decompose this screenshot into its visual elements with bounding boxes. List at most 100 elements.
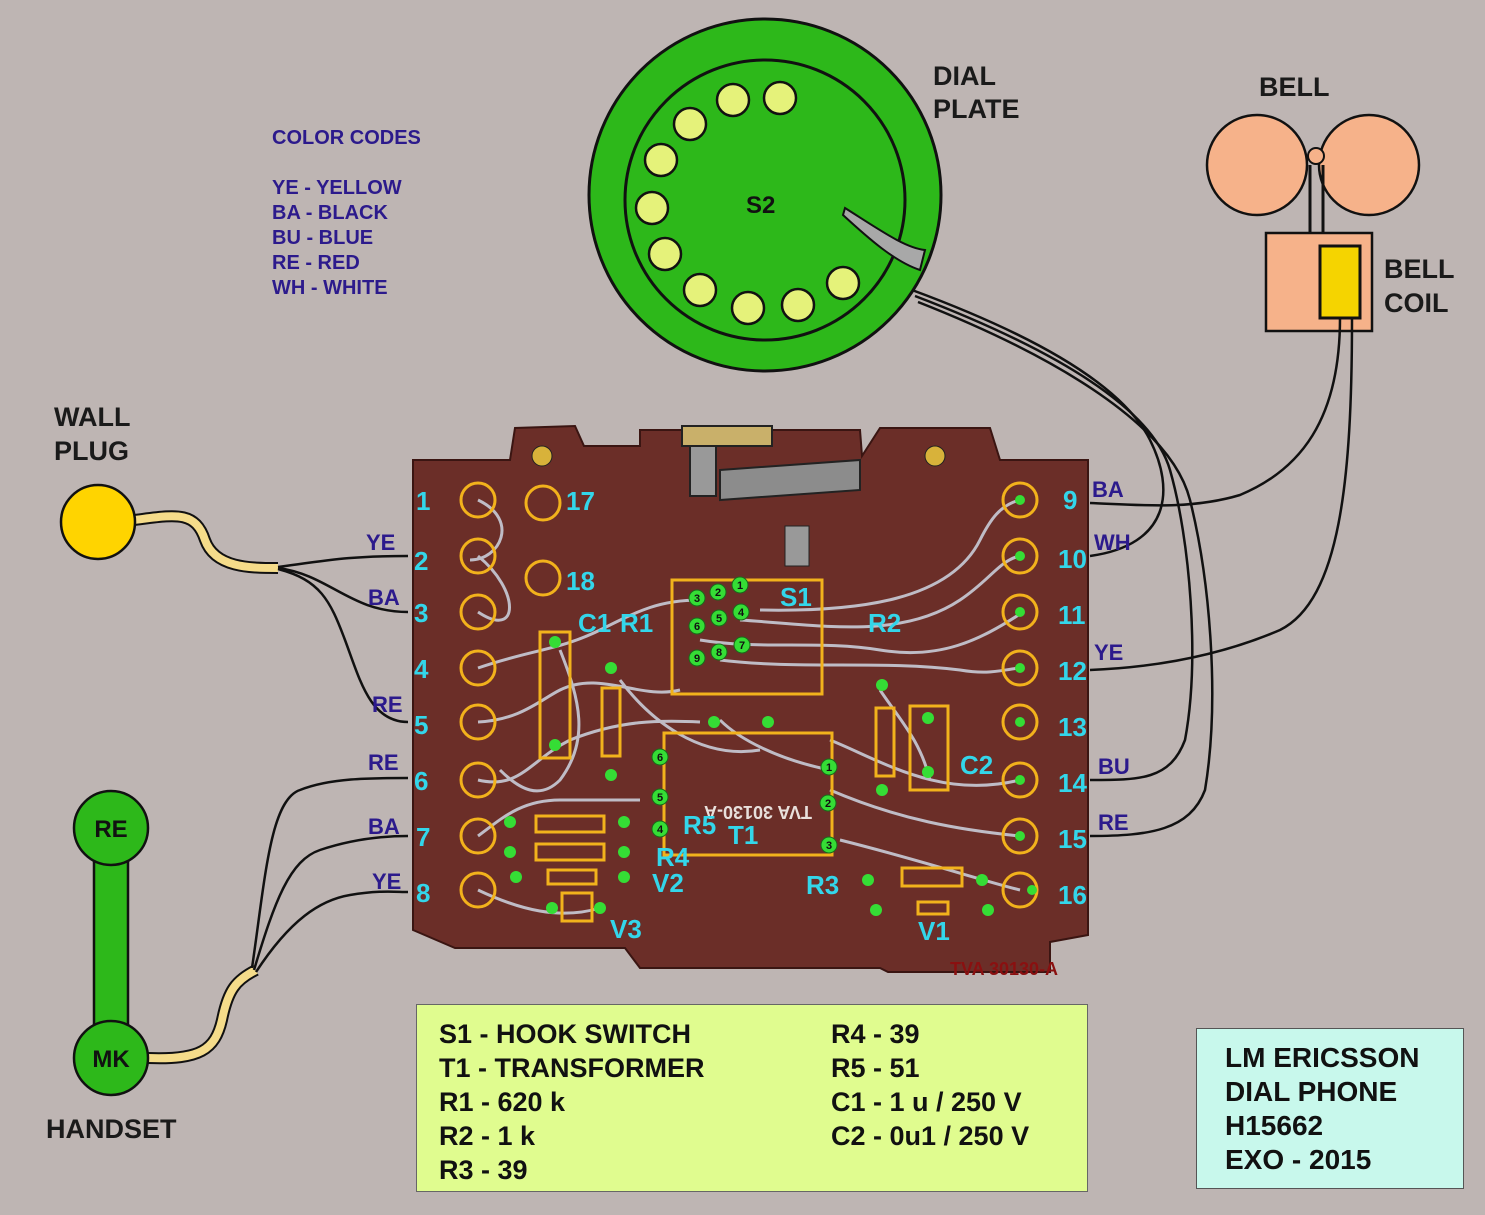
transformer-pin-number: 2 bbox=[825, 798, 831, 810]
bell-coil-label: BELL COIL bbox=[1384, 252, 1455, 320]
wire-color-labels: YE BA RE RE BA YE BA WH YE BU RE bbox=[366, 477, 1131, 894]
color-code-wh: WH - WHITE bbox=[272, 277, 388, 299]
component-labels: S1 C1 R1 R2 C2 R5 T1 R4 V2 R3 V3 V1 bbox=[578, 582, 993, 946]
color-codes-title: COLOR CODES bbox=[272, 127, 421, 149]
label-s1: S1 bbox=[780, 582, 812, 612]
r1-outline bbox=[600, 686, 622, 758]
label-r2: R2 bbox=[868, 608, 901, 638]
switch-pin-number: 4 bbox=[738, 607, 745, 619]
hook-switch-mechanism bbox=[531, 425, 946, 567]
wire-label-ba-right: BA bbox=[1092, 477, 1124, 502]
terminal-16: 16 bbox=[1058, 880, 1087, 910]
transformer-pin-pad bbox=[651, 788, 669, 806]
label-r1: R1 bbox=[620, 608, 653, 638]
board-code-label: TVA 30130-A bbox=[950, 959, 1058, 979]
terminal-2: 2 bbox=[414, 546, 428, 576]
switch-pin-pad bbox=[688, 649, 706, 667]
wall-plug-label: WALL PLUG bbox=[54, 400, 130, 468]
r2-outline bbox=[874, 706, 896, 778]
s1-outline bbox=[670, 578, 824, 696]
wire-label-bu-right: BU bbox=[1098, 754, 1130, 779]
label-r3: R3 bbox=[806, 870, 839, 900]
c1-outline bbox=[538, 630, 572, 760]
legend-item: S1 - HOOK SWITCH bbox=[439, 1019, 692, 1049]
legend-item: R3 - 39 bbox=[439, 1155, 528, 1185]
switch-pin-number: 7 bbox=[739, 640, 745, 652]
ident-line: LM ERICSSON bbox=[1225, 1042, 1420, 1073]
switch-pin-pad bbox=[688, 617, 706, 635]
switch-pin-number: 9 bbox=[694, 653, 700, 665]
terminal-15: 15 bbox=[1058, 824, 1087, 854]
wire-label-re-left: RE bbox=[372, 692, 403, 717]
wire-label-ye-left: YE bbox=[366, 530, 395, 555]
color-code-ye: YE - YELLOW bbox=[272, 177, 402, 199]
dial-finger-holes bbox=[634, 80, 861, 326]
legend-item: T1 - TRANSFORMER bbox=[439, 1053, 705, 1083]
wire-label-ye-right: YE bbox=[1094, 640, 1123, 665]
legend-item: R5 - 51 bbox=[831, 1053, 920, 1083]
wire-label-ba-left: BA bbox=[368, 585, 400, 610]
dial-plate-label: DIAL PLATE bbox=[933, 60, 1020, 126]
switch-pin-pad bbox=[732, 603, 750, 621]
legend-item: R4 - 39 bbox=[831, 1019, 920, 1049]
dial-plate bbox=[587, 17, 943, 373]
wire-label-re-handset: RE bbox=[368, 750, 399, 775]
transformer-pin-number: 3 bbox=[826, 840, 832, 852]
terminal-8: 8 bbox=[416, 878, 430, 908]
transformer-pin-pad bbox=[819, 794, 837, 812]
circuit-board bbox=[412, 424, 1089, 973]
legend-item: R2 - 1 k bbox=[439, 1121, 536, 1151]
switch-pin-pad bbox=[709, 583, 727, 601]
label-r5: R5 bbox=[683, 810, 716, 840]
external-wires bbox=[250, 288, 1354, 973]
color-code-re: RE - RED bbox=[272, 252, 360, 274]
wire-label-re-right: RE bbox=[1098, 810, 1129, 835]
left-terminal-rings bbox=[459, 481, 562, 909]
transformer-pin-pad bbox=[820, 758, 838, 776]
label-r4: R4 bbox=[656, 842, 690, 872]
bell-label: BELL bbox=[1259, 72, 1330, 102]
label-c1: C1 bbox=[578, 608, 611, 638]
terminal-numbers: 1 2 3 4 5 6 7 8 9 10 11 12 13 14 15 16 1… bbox=[414, 485, 1087, 910]
legend-right-column: R4 - 39 R5 - 51 C1 - 1 u / 250 V C2 - 0u… bbox=[831, 1017, 1029, 1153]
ident-line: H15662 bbox=[1225, 1110, 1324, 1141]
wire-label-wh-right: WH bbox=[1094, 530, 1131, 555]
switch-pin-pad bbox=[731, 576, 749, 594]
label-t1: T1 bbox=[728, 820, 758, 850]
label-v1: V1 bbox=[918, 916, 950, 946]
terminal-7: 7 bbox=[416, 822, 430, 852]
dial-plate-label-line1: DIAL bbox=[933, 61, 996, 91]
terminal-9: 9 bbox=[1063, 485, 1077, 515]
ident-line: DIAL PHONE bbox=[1225, 1076, 1398, 1107]
color-code-ba: BA - BLACK bbox=[272, 202, 388, 224]
ident-line: EXO - 2015 bbox=[1225, 1144, 1372, 1175]
dial-plate-label-line2: PLATE bbox=[933, 94, 1020, 124]
bell bbox=[1205, 113, 1421, 333]
transformer-pin-pad bbox=[820, 836, 838, 854]
handset-re-label: RE bbox=[94, 816, 127, 843]
bell-coil-label-line2: COIL bbox=[1384, 288, 1449, 318]
label-v2: V2 bbox=[652, 868, 684, 898]
terminal-5: 5 bbox=[414, 710, 428, 740]
transformer-pin-number: 5 bbox=[657, 792, 663, 804]
legend-item: R1 - 620 k bbox=[439, 1087, 566, 1117]
handset-mk-label: MK bbox=[92, 1046, 130, 1073]
transformer-pin-number: 1 bbox=[826, 762, 832, 774]
switch-pin-number: 5 bbox=[716, 613, 722, 625]
wall-plug-label-line2: PLUG bbox=[54, 436, 130, 466]
terminal-13: 13 bbox=[1058, 712, 1087, 742]
legend-left-column: S1 - HOOK SWITCH T1 - TRANSFORMER R1 - 6… bbox=[439, 1017, 705, 1187]
label-c2: C2 bbox=[960, 750, 993, 780]
switch-pin-pad bbox=[688, 589, 706, 607]
board-mirror-text: TVA 30130-A bbox=[704, 802, 812, 822]
switch-pin-pad bbox=[710, 609, 728, 627]
terminal-3: 3 bbox=[414, 598, 428, 628]
color-code-bu: BU - BLUE bbox=[272, 227, 374, 249]
c2-outline bbox=[908, 704, 950, 792]
identification-box: LM ERICSSON DIAL PHONE H15662 EXO - 2015 bbox=[1196, 1028, 1464, 1189]
wire-label-ye-handset: YE bbox=[372, 869, 401, 894]
switch-pin-number: 3 bbox=[694, 593, 700, 605]
terminal-12: 12 bbox=[1058, 656, 1087, 686]
terminal-6: 6 bbox=[414, 766, 428, 796]
